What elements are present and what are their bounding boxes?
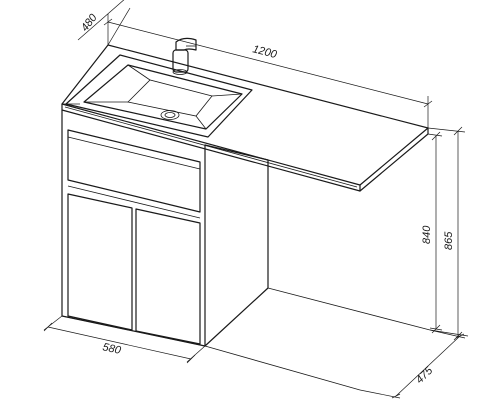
drawer — [67, 129, 201, 219]
dim-width-total-label: 1200 — [251, 43, 279, 61]
dim-depth-top-label: 480 — [79, 11, 100, 34]
dim-depth-bottom-label: 475 — [414, 364, 436, 386]
dim-475: 475 — [359, 329, 469, 399]
countertop — [61, 44, 429, 192]
cabinet — [61, 109, 269, 347]
sink-basin — [65, 54, 253, 138]
drain-icon — [160, 110, 180, 120]
dim-840: 840 — [421, 131, 443, 334]
dim-height-inner-label: 840 — [421, 225, 433, 244]
dim-580: 580 — [43, 315, 206, 364]
floor-outline — [204, 287, 431, 391]
dim-865: 865 — [427, 126, 466, 341]
dim-cabinet-width-label: 580 — [101, 341, 122, 357]
cabinet-doors — [67, 193, 201, 345]
dim-height-total-label: 865 — [443, 231, 455, 250]
dim-480: 480 — [62, 0, 131, 105]
faucet-icon — [172, 37, 197, 75]
